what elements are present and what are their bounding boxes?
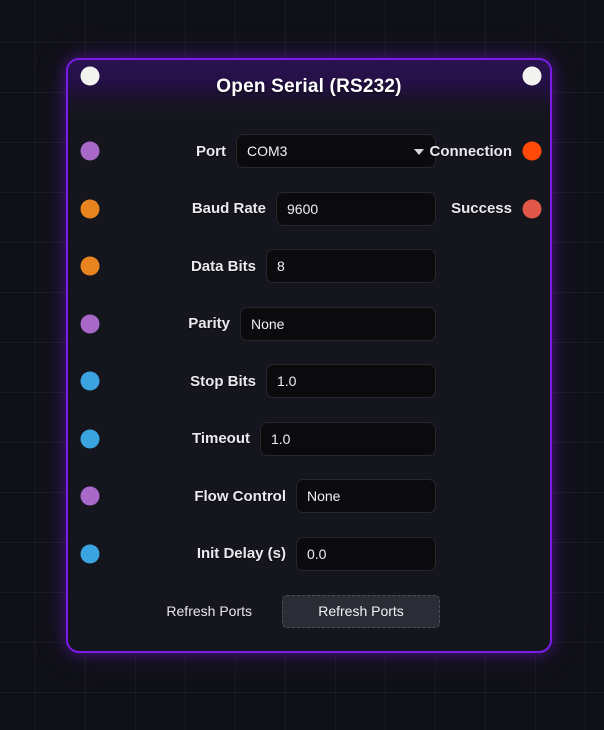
input-flow-control[interactable]: None (296, 479, 436, 513)
node-title: Open Serial (RS232) (216, 76, 402, 97)
field-value: 8 (277, 258, 285, 274)
param-row: Data Bits 8 (68, 249, 550, 283)
param-label: Stop Bits (190, 372, 256, 390)
socket-input-parity[interactable] (80, 314, 100, 333)
refresh-ports-label: Refresh Ports (166, 603, 252, 619)
param-row: Init Delay (s) 0.0 (68, 536, 550, 571)
param-label: Init Delay (s) (196, 545, 286, 562)
field-value: COM3 (247, 143, 288, 159)
field-value: 9600 (287, 200, 319, 217)
socket-input-stop-bits[interactable] (80, 371, 100, 391)
input-data-bits[interactable]: 8 (266, 249, 436, 283)
field-value: 1.0 (277, 373, 297, 389)
field-value: 1.0 (271, 430, 291, 447)
param-label: Timeout (191, 430, 250, 447)
param-row: Port COM3 (68, 134, 550, 168)
input-stop-bits[interactable]: 1.0 (266, 364, 436, 398)
field-value: None (307, 488, 341, 504)
dropdown-port[interactable]: COM3 (236, 134, 436, 168)
param-label: Baud Rate (191, 200, 266, 217)
input-baud-rate[interactable]: 9600 (276, 191, 436, 226)
socket-flow-out[interactable] (522, 66, 542, 86)
socket-input-flow-control[interactable] (80, 486, 100, 506)
param-row: Timeout 1.0 (68, 421, 550, 456)
param-label: Parity (188, 315, 230, 332)
refresh-ports-button-label: Refresh Ports (318, 603, 404, 619)
param-row: Parity None (68, 306, 550, 341)
socket-input-init-delay-s[interactable] (80, 544, 100, 563)
refresh-ports-button[interactable]: Refresh Ports (282, 594, 440, 628)
input-parity[interactable]: None (240, 306, 436, 341)
param-row: Stop Bits 1.0 (68, 364, 550, 398)
param-row: Flow Control None (68, 479, 550, 513)
socket-output-success[interactable] (522, 199, 542, 218)
field-value: 0.0 (307, 545, 327, 562)
refresh-ports-row: Refresh Ports Refresh Ports (68, 594, 550, 628)
param-label: Flow Control (194, 487, 286, 505)
param-label: Port (196, 142, 226, 160)
field-value: None (251, 315, 285, 332)
socket-input-timeout[interactable] (80, 429, 100, 448)
chevron-down-icon[interactable] (414, 149, 424, 155)
socket-flow-in[interactable] (80, 66, 100, 86)
input-timeout[interactable]: 1.0 (260, 421, 436, 456)
output-label: Success (451, 200, 512, 217)
socket-input-port[interactable] (80, 141, 100, 161)
socket-output-connection[interactable] (522, 141, 542, 161)
output-row: Success (451, 199, 512, 219)
output-row: Connection (430, 141, 513, 161)
socket-input-data-bits[interactable] (80, 256, 100, 276)
node-header[interactable]: Open Serial (RS232) (68, 60, 550, 114)
output-label: Connection (429, 142, 513, 160)
socket-input-baud-rate[interactable] (80, 199, 100, 218)
param-label: Data Bits (190, 257, 256, 275)
input-init-delay-s[interactable]: 0.0 (296, 536, 436, 571)
param-row: Baud Rate 9600 (68, 191, 550, 226)
